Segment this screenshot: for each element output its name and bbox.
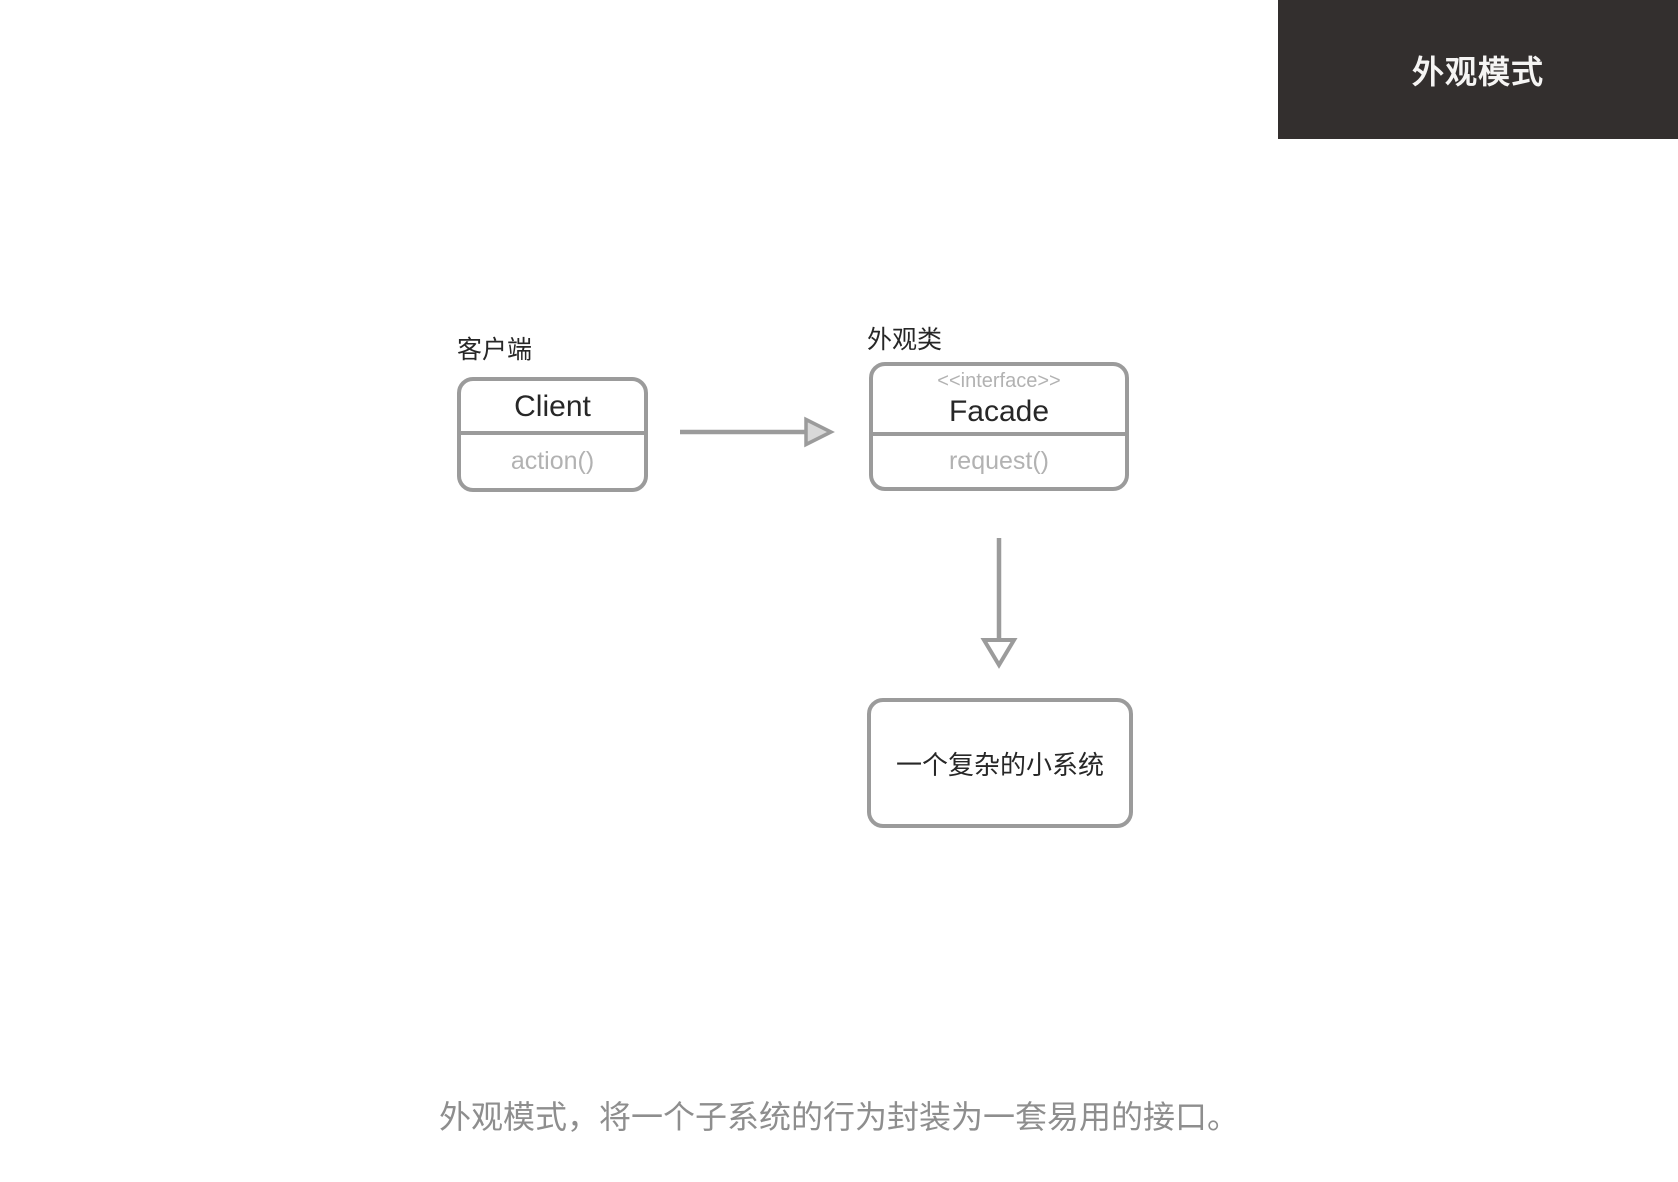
subsystem-box: 一个复杂的小系统: [867, 698, 1133, 828]
facade-class-box: <<interface>> Facade request(): [869, 362, 1129, 491]
facade-label: 外观类: [867, 326, 943, 354]
slide-title: 外观模式: [1411, 53, 1544, 90]
facade-method: request(): [948, 447, 1050, 475]
facade-to-subsystem-arrow: [980, 538, 1018, 669]
facade-stereotype: <<interface>>: [937, 370, 1061, 392]
arrow-head-icon: [980, 638, 1018, 669]
client-name-section: Client: [461, 381, 644, 435]
client-label: 客户端: [457, 336, 533, 364]
caption-text: 外观模式，将一个子系统的行为封装为一套易用的接口。: [438, 1099, 1239, 1135]
subsystem-title: 一个复杂的小系统: [895, 749, 1104, 780]
client-method: action(): [510, 447, 595, 475]
client-class-name: Client: [514, 389, 591, 423]
client-to-facade-arrow: [680, 416, 835, 448]
facade-method-section: request(): [873, 436, 1125, 487]
arrow-head-icon: [804, 416, 835, 448]
client-class-box: Client action(): [457, 377, 648, 492]
facade-class-name: Facade: [948, 395, 1050, 428]
client-method-section: action(): [461, 435, 644, 488]
facade-name-section: <<interface>> Facade: [873, 366, 1125, 436]
slide-title-banner: 外观模式: [1278, 0, 1678, 139]
